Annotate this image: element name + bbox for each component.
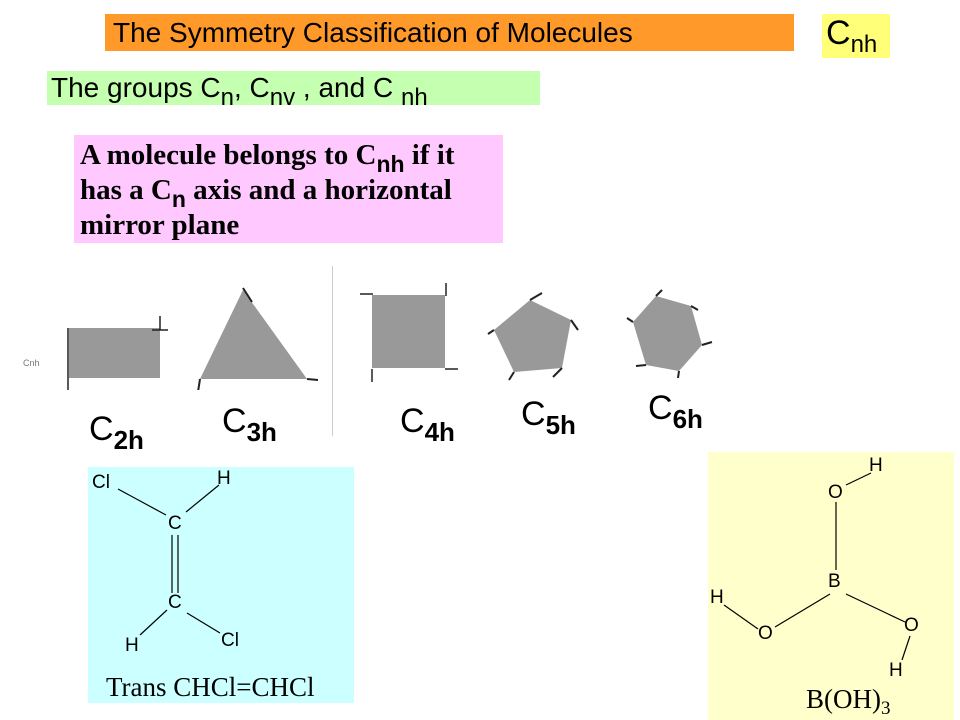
- c2h-shape: [67, 316, 168, 390]
- badge-subscript: nh: [850, 31, 878, 58]
- label-main: C: [89, 410, 114, 448]
- label-c3h: C3h: [222, 402, 277, 447]
- boric-acid-bonds: [723, 472, 911, 661]
- groups-sub-3: nh: [400, 84, 428, 111]
- groups-sep-1: , C: [234, 72, 270, 103]
- label-main: C: [222, 402, 247, 440]
- group-badge: Cnh: [822, 14, 890, 58]
- atom-cl: Cl: [92, 472, 110, 493]
- small-tag-label: Cnh: [23, 358, 40, 368]
- label-c2h: C2h: [89, 410, 144, 455]
- label-main: C: [648, 389, 673, 427]
- page-title-text: The Symmetry Classification of Molecules: [113, 17, 633, 48]
- definition-box: A molecule belongs to Cnh if it has a Cn…: [74, 135, 503, 243]
- definition-line-3: mirror plane: [80, 209, 240, 241]
- groups-prefix: The groups C: [51, 72, 221, 103]
- atom-cl: Cl: [221, 630, 239, 651]
- dichloroethene-caption: Trans CHCl=CHCl: [106, 672, 315, 702]
- definition-text: if it: [404, 139, 455, 171]
- label-c6h: C6h: [648, 389, 703, 434]
- c4h-shape: [360, 283, 458, 382]
- atom-h: H: [869, 455, 883, 476]
- label-subscript: 2h: [113, 425, 144, 455]
- label-subscript: 6h: [672, 404, 703, 434]
- boric-acid-caption: B(OH)3: [806, 684, 891, 719]
- badge-main: C: [826, 14, 851, 52]
- definition-line-1: A molecule belongs to Cnh if it: [80, 138, 503, 177]
- dichloroethene-bonds: [117, 484, 221, 636]
- label-subscript: 4h: [424, 417, 455, 447]
- groups-sub-2: nv: [269, 84, 296, 111]
- atom-h: H: [125, 635, 139, 656]
- caption-subscript: 3: [881, 698, 891, 719]
- atom-o: O: [904, 615, 919, 636]
- label-main: C: [521, 395, 546, 433]
- definition-text: A molecule belongs to C: [80, 139, 377, 171]
- c5h-shape: [487, 292, 579, 381]
- atom-c: C: [168, 513, 182, 534]
- atom-h: H: [889, 660, 903, 681]
- atom-o: O: [758, 623, 773, 644]
- label-main: C: [400, 402, 425, 440]
- symmetry-shapes: Cnh: [23, 283, 713, 390]
- page-title: The Symmetry Classification of Molecules: [105, 14, 794, 51]
- definition-subscript: nh: [376, 151, 405, 177]
- atom-b: B: [828, 571, 841, 592]
- atom-o: O: [828, 482, 843, 503]
- atom-h: H: [710, 587, 724, 608]
- label-c5h: C5h: [521, 395, 576, 440]
- dichloroethene-panel: Cl H C C H Cl Trans CHCl=CHCl: [88, 467, 354, 703]
- c6h-shape: [626, 289, 713, 379]
- groups-sub-1: n: [220, 84, 234, 111]
- divider: [332, 266, 333, 436]
- groups-heading: The groups Cn, Cnv , and C nh: [47, 71, 540, 111]
- caption-text: B(OH): [806, 684, 881, 714]
- atom-h: H: [217, 468, 231, 489]
- definition-line-2: has a Cn axis and a horizontal: [80, 173, 503, 212]
- definition-subscript: n: [171, 186, 186, 212]
- definition-text: axis and a horizontal: [185, 174, 452, 206]
- groups-sep-2: , and C: [295, 72, 401, 103]
- atom-c: C: [168, 592, 182, 613]
- label-subscript: 5h: [545, 410, 576, 440]
- definition-text: has a C: [80, 174, 172, 206]
- label-c4h: C4h: [400, 402, 455, 447]
- boric-acid-panel: H O B H O O H B(OH)3: [708, 452, 954, 720]
- c3h-shape: [197, 287, 319, 390]
- label-subscript: 3h: [246, 417, 277, 447]
